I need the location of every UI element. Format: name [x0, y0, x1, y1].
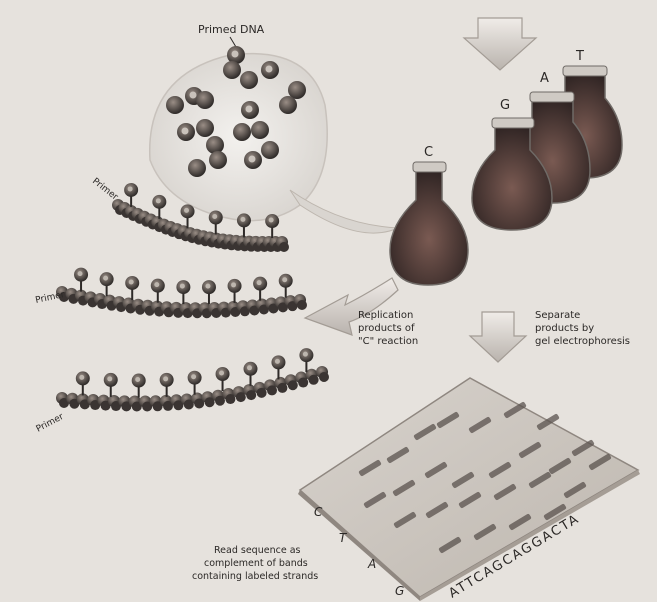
flask-a-label: A [540, 71, 549, 86]
tag-highlight [257, 280, 262, 285]
primed-dna-pointer [230, 37, 236, 47]
tag-highlight [129, 279, 134, 284]
backbone-bead [309, 375, 319, 385]
tag-highlight [231, 282, 236, 287]
tag-highlight [303, 352, 308, 357]
read-line2: complement of bands [204, 558, 308, 569]
primed-dna-label: Primed DNA [198, 23, 265, 36]
flask-c-label: C [424, 145, 433, 160]
gel-lane-g-label: G [395, 584, 404, 598]
backbone-bead [236, 392, 246, 402]
primer-label-2: Primer [35, 290, 66, 306]
replication-line2: products of [358, 323, 415, 334]
primer-label-1: Primer [90, 176, 120, 202]
flask-t-label: T [575, 49, 584, 64]
tag-highlight [205, 284, 210, 289]
replication-line3: "C" reaction [358, 336, 418, 347]
flask-g-label: G [500, 98, 510, 113]
label-dot [249, 156, 256, 163]
backbone-bead [279, 242, 289, 252]
separate-line1: Separate [535, 310, 580, 321]
dna-bead [206, 136, 224, 154]
read-line3: containing labeled strands [192, 571, 318, 582]
dna-bead [196, 119, 214, 137]
dna-bead [261, 141, 279, 159]
dna-bead [279, 96, 297, 114]
tag-highlight [269, 218, 274, 223]
tag-highlight [240, 217, 245, 222]
tag-highlight [247, 365, 252, 370]
separate-line3: gel electrophoresis [535, 336, 630, 347]
label-dot [190, 92, 197, 99]
backbone-bead [267, 385, 277, 395]
backbone-bead [319, 372, 329, 382]
tag-highlight [180, 284, 185, 289]
tag-highlight [184, 208, 189, 213]
dna-bead [240, 71, 258, 89]
separate-down-arrow [470, 312, 526, 362]
tag-highlight [156, 198, 161, 203]
backbone-bead [257, 388, 267, 398]
label-dot [182, 128, 189, 135]
dna-bead [166, 96, 184, 114]
label-dot [266, 66, 273, 73]
backbone-bead [288, 380, 298, 390]
gel-lane-c-label: C [314, 505, 323, 519]
tag-highlight [78, 271, 83, 276]
tag-highlight [219, 371, 224, 376]
read-line1: Read sequence as [214, 545, 301, 556]
gel-lane-a-label: A [367, 557, 376, 571]
label-dot [232, 51, 239, 58]
dna-strand-2 [56, 268, 307, 319]
flask-c [390, 162, 468, 285]
separate-line2: products by [535, 323, 594, 334]
backbone-bead [298, 378, 308, 388]
tag-highlight [107, 376, 112, 381]
gel-slab [298, 378, 640, 601]
dna-bead [188, 159, 206, 177]
tag-highlight [212, 214, 217, 219]
dna-bead [233, 123, 251, 141]
tag-highlight [191, 374, 196, 379]
top-down-arrow [464, 18, 536, 70]
dna-bead [223, 61, 241, 79]
tag-highlight [282, 277, 287, 282]
tag-highlight [275, 359, 280, 364]
primer-label-3: Primer [35, 412, 66, 435]
dna-bead [196, 91, 214, 109]
replication-line1: Replication [358, 310, 413, 321]
tag-highlight [79, 375, 84, 380]
tag-highlight [103, 276, 108, 281]
backbone-bead [277, 383, 287, 393]
dna-bead [288, 81, 306, 99]
dna-bead [251, 121, 269, 139]
label-dot [246, 106, 253, 113]
backbone-bead [297, 300, 307, 310]
tag-highlight [135, 377, 140, 382]
tag-highlight [128, 186, 133, 191]
dna-strand-3 [56, 348, 329, 411]
backbone-bead [246, 390, 256, 400]
tag-highlight [154, 282, 159, 287]
tag-highlight [163, 376, 168, 381]
dna-bead [209, 151, 227, 169]
